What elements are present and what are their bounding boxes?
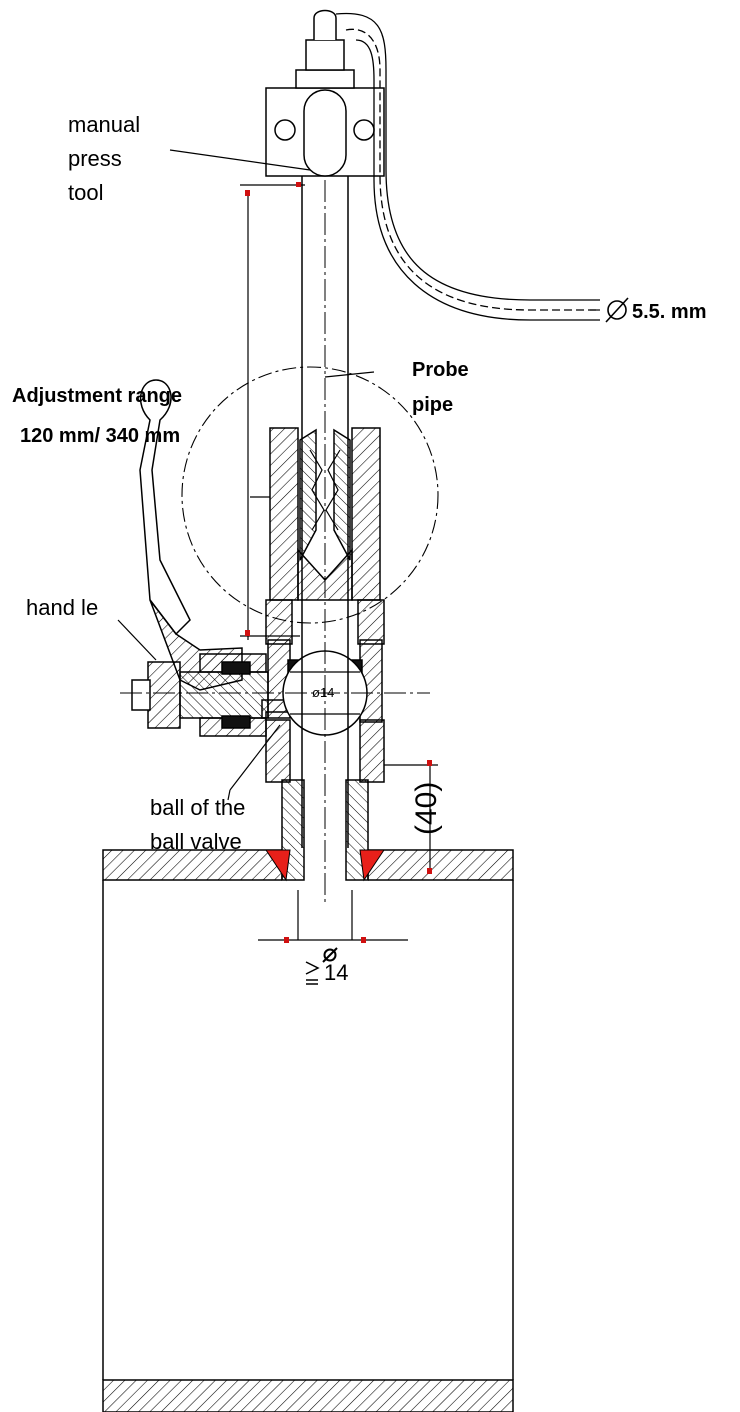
greater-equal-icon [305,961,320,985]
weld-left [265,849,291,882]
adjustment-dimension [240,182,305,640]
svg-text:manual: manual [68,112,140,137]
manual-press-tool [265,9,385,177]
handle-label: hand le [26,595,98,620]
press-tool-label: manual press tool [68,112,140,205]
svg-text:120 mm/ 340 mm: 120 mm/ 340 mm [20,425,180,447]
bore-label: 14 [305,947,348,985]
svg-text:tool: tool [68,180,103,205]
svg-text:14: 14 [324,960,348,985]
hose [335,12,600,321]
svg-text:ball valve: ball valve [150,829,242,854]
svg-text:ball of the: ball of the [150,795,245,820]
hose-diameter-label: 5.5. mm [605,297,706,323]
diameter-symbol-icon [322,947,338,963]
svg-text:Adjustment range: Adjustment range [12,385,182,407]
svg-text:Probe: Probe [412,359,469,381]
bore-dimension [258,890,408,943]
probe-pipe-label: Probe pipe [412,359,469,416]
detail-circle [181,366,439,624]
weld-seam-left [265,849,385,882]
probe-pipe [301,175,349,848]
inner-diameter-label: ø14 [312,685,334,700]
main-pipe-section [102,848,514,1412]
diameter-icon [605,297,629,323]
ball-label: ball of the ball valve [150,795,245,854]
adjustment-range-label: Adjustment range 120 mm/ 340 mm [12,385,182,447]
height-dimension [384,760,438,874]
valve-stem [131,653,269,737]
svg-text:pipe: pipe [412,394,453,416]
svg-text:5.5. mm: 5.5. mm [632,301,706,323]
svg-text:press: press [68,146,122,171]
compression-fitting [269,427,381,601]
height-label: (40) [410,782,443,835]
weld-right [359,849,385,882]
leader-lines [117,149,600,801]
ball-valve-body [261,599,385,783]
